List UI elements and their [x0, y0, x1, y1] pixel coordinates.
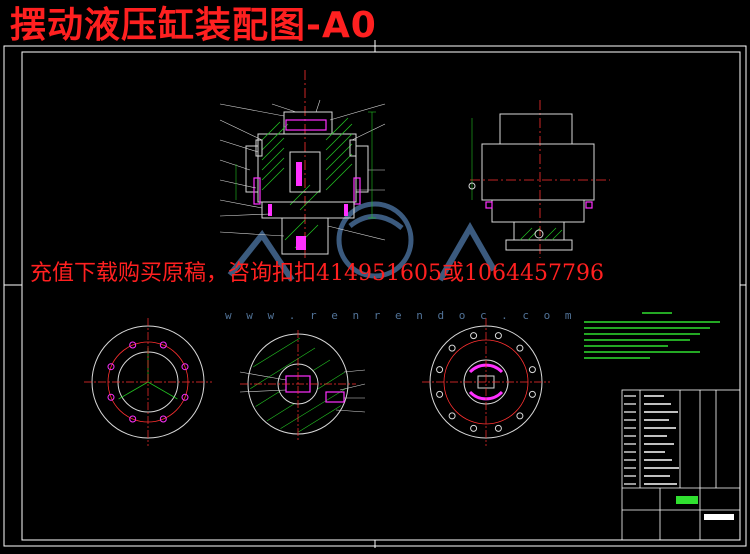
centre-ray — [147, 381, 178, 400]
centre-ray — [118, 381, 149, 400]
bolt-hole — [528, 366, 536, 374]
bolt-hole — [448, 412, 456, 420]
bolt-hole — [470, 424, 478, 432]
bolt-hole — [159, 415, 167, 423]
title-block-name — [704, 514, 734, 520]
side-view — [468, 100, 610, 258]
sheet-frame — [3, 40, 747, 548]
watermark-logo — [227, 201, 497, 282]
bolt-hole — [516, 344, 524, 352]
title-block — [621, 389, 741, 541]
bolt-hole — [181, 393, 189, 401]
technical-notes — [584, 312, 720, 359]
bolt-hole — [436, 390, 444, 398]
parts-list-rows — [624, 395, 734, 520]
bolt-hole — [516, 412, 524, 420]
bolt-hole — [159, 341, 167, 349]
purchase-contact-overlay: 充值下载购买原稿，咨询扣扣414951605或1064457796 — [30, 261, 604, 286]
watermark-url: w w w . r e n r e n d o c . c o m — [225, 309, 576, 322]
flange-view-left — [84, 318, 212, 446]
bolt-hole — [181, 363, 189, 371]
bolt-hole — [107, 363, 115, 371]
flange-view-right — [422, 318, 550, 446]
bolt-hole — [528, 390, 536, 398]
title-block-label — [676, 496, 698, 504]
section-view-middle — [239, 330, 366, 440]
front-section-view — [219, 70, 386, 258]
bolt-hole — [470, 332, 478, 340]
bolt-hole — [448, 344, 456, 352]
drawing-title: 摆动液压缸装配图-A0 — [10, 5, 377, 46]
bolt-hole — [129, 415, 137, 423]
bolt-hole — [129, 341, 137, 349]
bolt-hole — [494, 332, 502, 340]
bolt-hole — [107, 393, 115, 401]
bolt-hole — [436, 366, 444, 374]
bolt-hole — [494, 424, 502, 432]
